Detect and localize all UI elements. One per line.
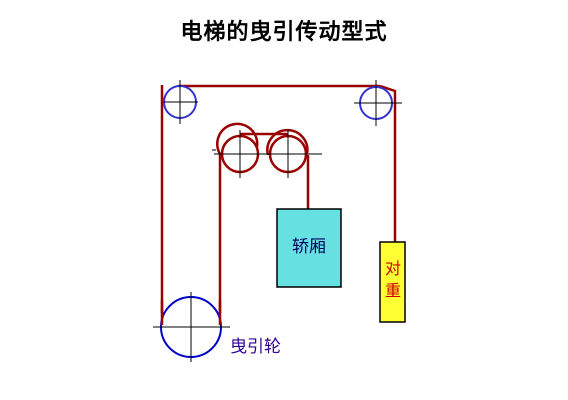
car-label: 轿厢 xyxy=(292,237,326,257)
rope-right-down xyxy=(379,84,397,242)
elevator-car: 轿厢 xyxy=(276,208,342,288)
traction-sheave-label: 曳引轮 xyxy=(230,337,281,357)
top-left-pulley xyxy=(163,80,198,124)
rope-small-pulley-2 xyxy=(266,128,309,156)
diagram-title: 电梯的曳引传动型式 xyxy=(180,20,388,45)
counterweight-label-1: 对 xyxy=(385,259,401,278)
counterweight-label-2: 重 xyxy=(385,281,401,300)
guide-pulley-2 xyxy=(268,130,322,178)
guide-pulley-1 xyxy=(214,130,268,178)
rope-system xyxy=(160,84,397,313)
counterweight: 对 重 xyxy=(379,241,406,323)
traction-sheave xyxy=(153,292,230,362)
top-right-pulley xyxy=(354,80,402,126)
rope-small-pulley-1 xyxy=(216,122,259,155)
